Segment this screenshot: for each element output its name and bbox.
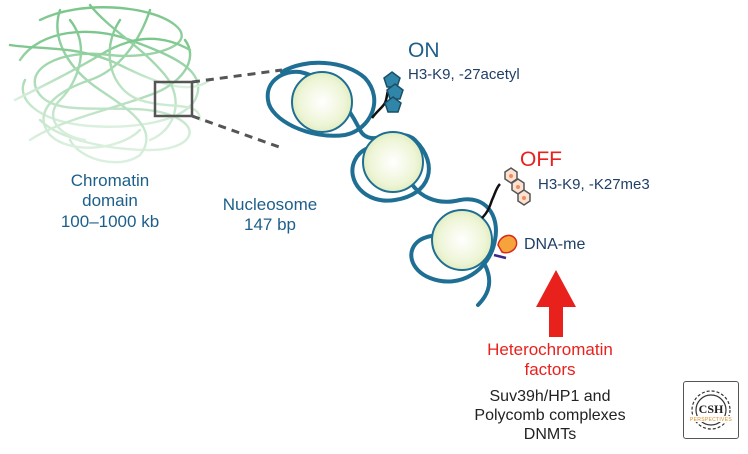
- chromatin-domain-size: 100–1000 kb: [60, 211, 160, 231]
- on-state-label: ON: [408, 39, 440, 62]
- logo-seal-icon: CSH PERSPECTIVES: [690, 390, 732, 430]
- heterochromatin-line2: factors: [524, 360, 576, 380]
- acetyl-marks: [383, 71, 404, 113]
- nucleosome-line1: Nucleosome: [222, 195, 318, 214]
- off-state-label: OFF: [520, 148, 562, 171]
- nucleosome-1: [291, 71, 353, 133]
- complexes-label: Suv39h/HP1 and Polycomb complexes DNMTs: [456, 387, 644, 445]
- zoom-box: [153, 80, 194, 118]
- heterochromatin-factors-label: Heterochromatin factors: [470, 340, 630, 381]
- nucleosome-label: Nucleosome 147 bp: [210, 195, 330, 236]
- svg-text:CSH: CSH: [699, 402, 724, 416]
- dna-methylation-label: DNA-me: [524, 236, 586, 253]
- histone-tail-off: [481, 183, 501, 219]
- nucleosome-3: [431, 209, 493, 271]
- csh-perspectives-logo: CSH PERSPECTIVES: [683, 381, 739, 439]
- dna-methylation-mark: [497, 234, 518, 254]
- nucleosome-2: [362, 131, 424, 193]
- chromatin-domain-label: Chromatin domain 100–1000 kb: [40, 171, 180, 232]
- methyl-marks: [504, 167, 531, 206]
- zoom-line-bottom: [191, 114, 283, 150]
- chromatin-domain-line1: Chromatin: [70, 171, 150, 190]
- dna-strand: [265, 60, 498, 307]
- acetyl-mark-3: [384, 96, 402, 113]
- complexes-line1: Suv39h/HP1 and: [489, 388, 611, 405]
- dna-methylation-anchor: [493, 253, 507, 260]
- chromatin-domain-tangle: [8, 3, 212, 164]
- svg-text:PERSPECTIVES: PERSPECTIVES: [690, 417, 732, 423]
- nucleosome-size: 147 bp: [244, 215, 296, 235]
- chromatin-domain-line2: domain: [82, 191, 138, 211]
- on-state-marks: H3-K9, -27acetyl: [408, 66, 520, 83]
- zoom-line-top: [191, 68, 283, 84]
- heterochromatin-arrow: [536, 270, 576, 337]
- heterochromatin-line1: Heterochromatin: [487, 340, 613, 359]
- complexes-line2: Polycomb complexes: [474, 407, 626, 425]
- acetyl-mark-1: [383, 71, 401, 88]
- complexes-line3: DNMTs: [523, 426, 577, 444]
- off-state-marks: H3-K9, -K27me3: [538, 176, 650, 193]
